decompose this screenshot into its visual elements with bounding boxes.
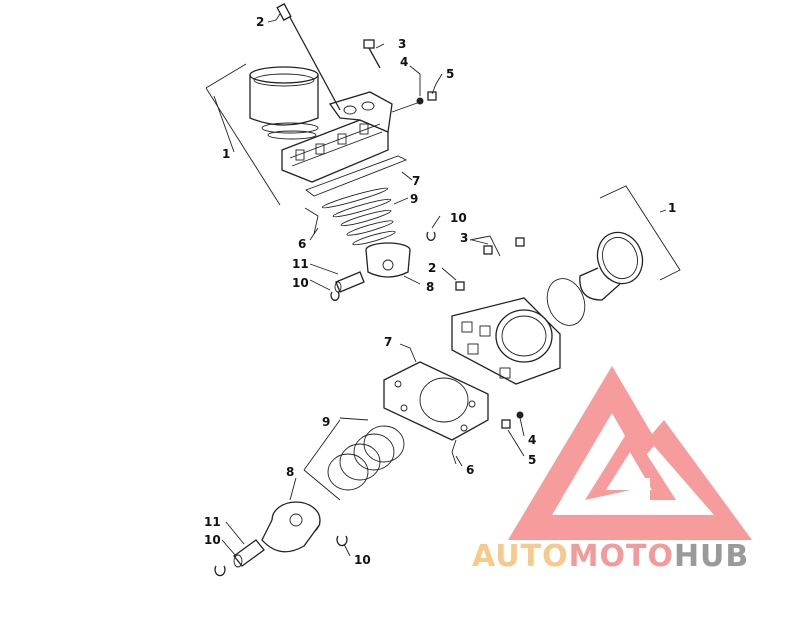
dowel-low <box>451 439 457 465</box>
bracket-9-low <box>303 417 369 501</box>
callout-9-top: 9 <box>410 192 418 206</box>
callout-11-low: 11 <box>204 515 221 529</box>
bracket-1-right <box>599 185 681 281</box>
piston-low <box>261 501 321 553</box>
callout-10-low-left: 10 <box>204 533 221 547</box>
callout-labels: 2 3 4 5 1 7 9 6 10 11 10 8 1 3 2 7 4 5 6… <box>204 15 676 567</box>
upper-assembly <box>205 3 437 301</box>
fastener-low-5 <box>501 419 511 429</box>
dowel-top <box>304 207 319 235</box>
callout-5-low: 5 <box>528 453 536 467</box>
callout-10-top-left: 10 <box>292 276 309 290</box>
callout-4-low: 4 <box>528 433 536 447</box>
piston-pin-top <box>334 271 365 293</box>
leader-lines <box>213 13 667 557</box>
callout-4-top: 4 <box>400 55 408 69</box>
callout-8-low: 8 <box>286 465 294 479</box>
stud-bolt-top <box>276 3 341 111</box>
circlip-top-left <box>330 291 340 301</box>
callout-6-low: 6 <box>466 463 474 477</box>
callout-8-top: 8 <box>426 280 434 294</box>
callout-6-top: 6 <box>298 237 306 251</box>
callout-2-top: 2 <box>256 15 264 29</box>
watermark-auto: AUTO <box>472 539 569 574</box>
piston-rings-low <box>327 425 405 491</box>
callout-11-top: 11 <box>292 257 309 271</box>
right-assembly <box>451 185 681 465</box>
fastener-low-4 <box>516 411 524 419</box>
callout-3-mid: 3 <box>460 231 468 245</box>
cylinder-block-top <box>281 91 393 183</box>
watermark-logo <box>508 366 752 540</box>
callout-1-top: 1 <box>222 147 230 161</box>
callout-10-top-right: 10 <box>450 211 467 225</box>
cylinder-sleeve-top <box>249 66 319 126</box>
lower-assembly <box>214 361 489 577</box>
circlip-top-right <box>426 231 436 241</box>
callout-10-low-right: 10 <box>354 553 371 567</box>
o-ring-right <box>546 278 586 326</box>
circlip-low-right <box>336 535 348 547</box>
piston-rings-top <box>321 187 396 246</box>
logo-g-cut <box>606 452 652 490</box>
circlip-low-left <box>214 565 226 577</box>
callout-7-low: 7 <box>384 335 392 349</box>
watermark-hub: HUB <box>674 539 749 574</box>
callout-3-top: 3 <box>398 37 406 51</box>
callout-7-top: 7 <box>412 174 420 188</box>
bolt-top <box>363 39 381 69</box>
o-ring-top <box>261 122 319 140</box>
callout-2-mid: 2 <box>428 261 436 275</box>
svg-text:AUTOMOTOHUB: AUTOMOTOHUB <box>472 539 749 574</box>
cylinder-block-right <box>451 297 561 385</box>
callout-5-top: 5 <box>446 67 454 81</box>
watermark-text: AUTOMOTOHUB <box>472 539 749 574</box>
watermark-moto: MOTO <box>569 539 674 574</box>
callout-1-right: 1 <box>668 201 676 215</box>
bolts-mid <box>455 235 525 291</box>
base-gasket-top <box>305 155 408 197</box>
fitting-top <box>391 91 437 113</box>
callout-9-low: 9 <box>322 415 330 429</box>
piston-top <box>365 242 411 278</box>
cylinder-sleeve-right <box>579 231 644 301</box>
base-gasket-low <box>383 361 489 441</box>
piston-pin-low <box>233 539 265 568</box>
